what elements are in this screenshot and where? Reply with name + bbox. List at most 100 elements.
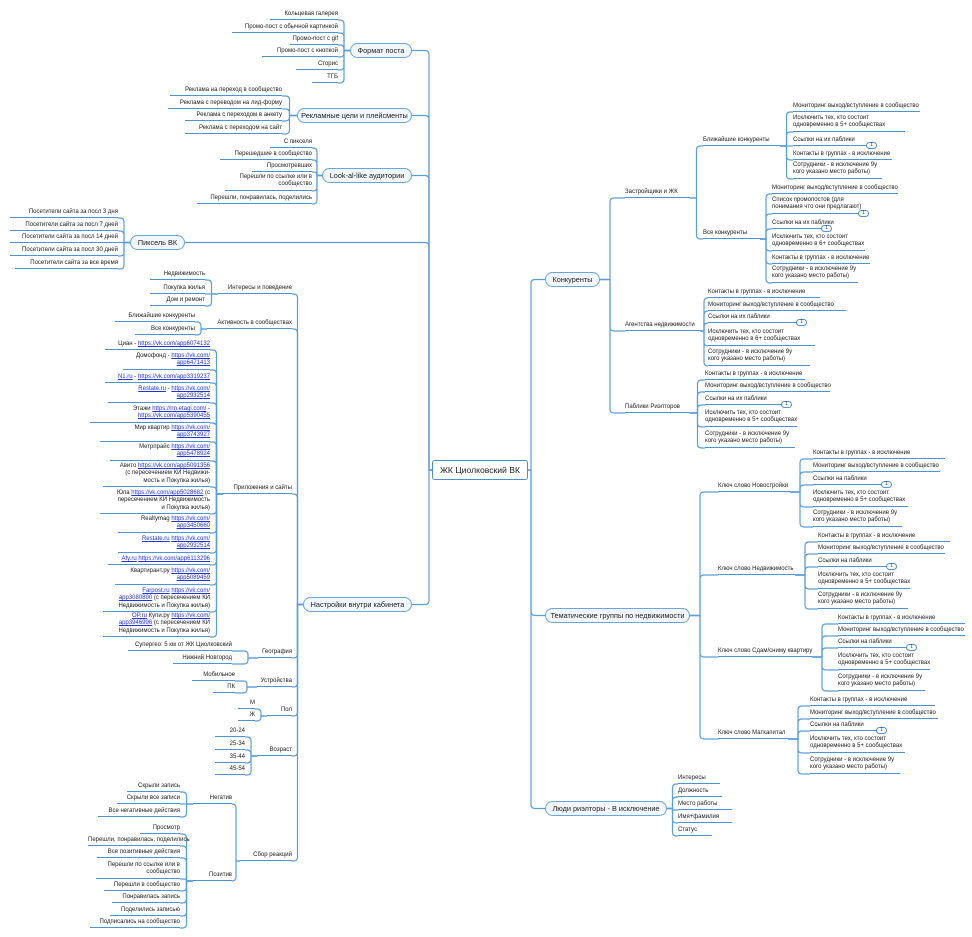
topic-leaf[interactable]: Поделились записью <box>110 907 180 917</box>
topic-leaf[interactable]: Метрпрайс https://vk.com/ app5478924 <box>110 444 210 461</box>
topic-leaf[interactable]: Домофонд - https://vk.com/ app6471413 <box>123 353 210 370</box>
topic-leaf[interactable]: Мониторинг выход/вступление в сообщество <box>705 383 831 393</box>
app-link[interactable]: https://vk.com/ app3450660 <box>171 516 210 530</box>
subtopic[interactable]: Ключ слово Недвижимость <box>718 566 795 576</box>
app-link[interactable]: https://nn.etagi.com/ <box>152 406 207 412</box>
topic-leaf[interactable]: Исключить тех, кто состоит одновременно … <box>838 653 930 670</box>
subtopic[interactable]: Все конкуренты <box>703 230 760 240</box>
subtopic[interactable]: Интересы и поведение <box>218 285 292 295</box>
topic-leaf[interactable]: Посетители сайта за посл 14 дней <box>10 234 118 244</box>
app-link[interactable]: https://vk.com/ app3080890 <box>118 588 210 602</box>
topic-leaf[interactable]: Мониторинг выход/вступление в сообщество <box>793 103 920 113</box>
topic-leaf[interactable]: Сотрудники - в исключение 9у кого указан… <box>705 431 795 448</box>
topic-leaf[interactable]: Перешли, понравилась, поделились <box>88 837 190 847</box>
app-link[interactable]: https://vk.com/ app2932514 <box>171 536 210 550</box>
topic-leaf[interactable]: С пикселя <box>270 139 312 149</box>
app-link[interactable]: Afy.ru <box>121 556 137 562</box>
topic-leaf[interactable]: 20-24 <box>215 728 245 738</box>
subtopic[interactable]: Ключ слово Новостройки <box>718 483 790 493</box>
topic-leaf[interactable]: Сотрудники - в исключение 9у кого указан… <box>772 266 858 283</box>
topic-leaf[interactable]: Покупка жилья <box>150 285 205 295</box>
topic-leaf[interactable]: Статус <box>678 827 712 837</box>
subtopic[interactable]: Агентства недвижимости <box>625 322 700 332</box>
topic-leaf[interactable]: Понравилась запись <box>112 894 180 904</box>
topic-leaf[interactable]: Имя+фамилия <box>678 814 732 824</box>
topic-leaf[interactable]: Контакты в группах - в исключение <box>838 615 965 625</box>
topic-leaf[interactable]: Afy.ru https://vk.com/app6113296 <box>108 556 210 566</box>
subtopic[interactable]: Застройщики и ЖК <box>625 189 690 199</box>
topic-leaf[interactable]: Realtymag https://vk.com/ app3450660 <box>118 516 210 533</box>
main-topic[interactable]: Пиксель ВК <box>130 235 185 250</box>
topic-leaf[interactable]: Супергео: 5 км от ЖК Циолковский <box>128 642 232 652</box>
subtopic[interactable]: Пол <box>267 707 292 717</box>
topic-leaf[interactable]: Контакты в группах - в исключение <box>705 371 805 381</box>
topic-leaf[interactable]: Все конкуренты <box>135 326 195 336</box>
topic-leaf[interactable]: Сотрудники - в исключение 9у кого указан… <box>818 592 908 609</box>
topic-leaf[interactable]: Этажи https://nn.etagi.com/ - https://vk… <box>90 406 210 423</box>
topic-leaf[interactable]: Реклама с переходом на сайт <box>185 125 282 135</box>
app-link[interactable]: https://vk.com/ app6471413 <box>171 353 210 367</box>
subtopic[interactable]: Возраст <box>257 747 292 757</box>
topic-leaf[interactable]: Ближайшие конкуренты <box>115 313 195 323</box>
main-topic[interactable]: Тематические группы по недвижимости <box>545 608 690 623</box>
topic-leaf[interactable]: Реклама с переходом в анкету <box>185 112 282 122</box>
subtopic[interactable]: География <box>258 649 292 659</box>
topic-leaf[interactable]: Промо-пост с gif <box>290 36 338 46</box>
topic-leaf[interactable]: Скрыли все записи <box>117 795 180 805</box>
topic-leaf[interactable]: Посетители сайта за все время <box>15 260 118 270</box>
topic-leaf[interactable]: Контакты в группах - в исключение <box>810 697 935 707</box>
attachment-count-badge[interactable]: 1 <box>876 727 887 735</box>
topic-leaf[interactable]: Место работы <box>678 801 732 811</box>
topic-leaf[interactable]: 25-34 <box>215 741 245 751</box>
topic-leaf[interactable]: Промо-пост с обычной картинкой <box>232 24 338 34</box>
attachment-count-badge[interactable]: 1 <box>866 142 877 150</box>
main-topic[interactable]: Настройки внутри кабинета <box>303 597 412 612</box>
subtopic[interactable]: Сбор реакций <box>240 852 292 862</box>
subtopic[interactable]: Паблики Риэлторов <box>625 404 690 414</box>
topic-leaf[interactable]: Реклама с переводом на лид-форму <box>168 100 282 110</box>
app-link[interactable]: OP.ru <box>132 613 147 619</box>
subtopic[interactable]: Ключ слово Маткапитал <box>718 730 788 740</box>
subtopic[interactable]: Активность в сообществах <box>207 320 292 330</box>
topic-leaf[interactable]: Мобильное <box>192 672 235 682</box>
app-link[interactable]: Restate.ru <box>141 536 170 542</box>
topic-leaf[interactable]: Мониторинг выход/вступление в сообщество <box>838 627 965 637</box>
main-topic[interactable]: Рекламные цели и плейсменты <box>297 108 412 123</box>
topic-leaf[interactable]: Реклама на переход в сообщество <box>170 87 282 97</box>
topic-leaf[interactable]: Перешедшие в сообщество <box>220 151 312 161</box>
topic-leaf[interactable]: OP.ru Купи.ру https://vk.com/ app3946996… <box>103 613 210 638</box>
topic-leaf[interactable]: Сотрудники - в исключение 9у кого указан… <box>838 674 925 691</box>
subtopic[interactable]: Ближайшие конкуренты <box>703 137 780 147</box>
topic-leaf[interactable]: Дом и ремонт <box>150 297 205 307</box>
topic-leaf[interactable]: Мониторинг выход/вступление в сообщество <box>818 545 945 555</box>
topic-leaf[interactable]: Исключить тех, кто состоит одновременно … <box>772 234 865 251</box>
attachment-count-badge[interactable]: 1 <box>781 401 792 409</box>
topic-leaf[interactable]: Юла https://vk.com/app5028682 (с пересеч… <box>100 490 210 515</box>
subtopic[interactable]: Приложения и сайты <box>223 485 292 495</box>
topic-leaf[interactable]: Контакты в группах - в исключение <box>708 289 820 299</box>
topic-leaf[interactable]: Мониторинг выход/вступление в сообщество <box>813 463 940 473</box>
topic-leaf[interactable]: Исключить тех, кто состоит одновременно … <box>810 736 905 753</box>
topic-leaf[interactable]: Скрыли запись <box>127 783 180 793</box>
topic-leaf[interactable]: ПК <box>213 684 235 694</box>
topic-leaf[interactable]: Подписались на сообщество <box>90 919 180 929</box>
topic-leaf[interactable]: Сотрудники - в исключение 9у кого указан… <box>810 757 900 774</box>
attachment-count-badge[interactable]: 1 <box>796 319 807 327</box>
app-link[interactable]: https://vk.com/app5028682 <box>131 490 204 496</box>
topic-leaf[interactable]: Исключить тех, кто состоит одновременно … <box>708 329 815 346</box>
app-link[interactable]: https://vk.com/app5390455 <box>137 413 210 420</box>
app-link[interactable]: https://vk.com/app6074132 <box>137 341 210 347</box>
app-link[interactable]: Farpost.ru <box>142 588 170 594</box>
topic-leaf[interactable]: Посетители сайта за посл 30 дней <box>10 247 118 257</box>
topic-leaf[interactable]: Мониторинг выход/вступление в сообщество <box>772 185 898 195</box>
topic-leaf[interactable]: Перешли, понравилась, поделились <box>197 195 312 205</box>
topic-leaf[interactable]: Сотрудники - в исключение 9у кого указан… <box>813 510 902 527</box>
topic-leaf[interactable]: 45-54 <box>215 766 245 776</box>
main-topic[interactable]: Люди риэлторы - В исключение <box>545 801 667 816</box>
app-link[interactable]: https://vk.com/ app5089459 <box>171 568 210 582</box>
